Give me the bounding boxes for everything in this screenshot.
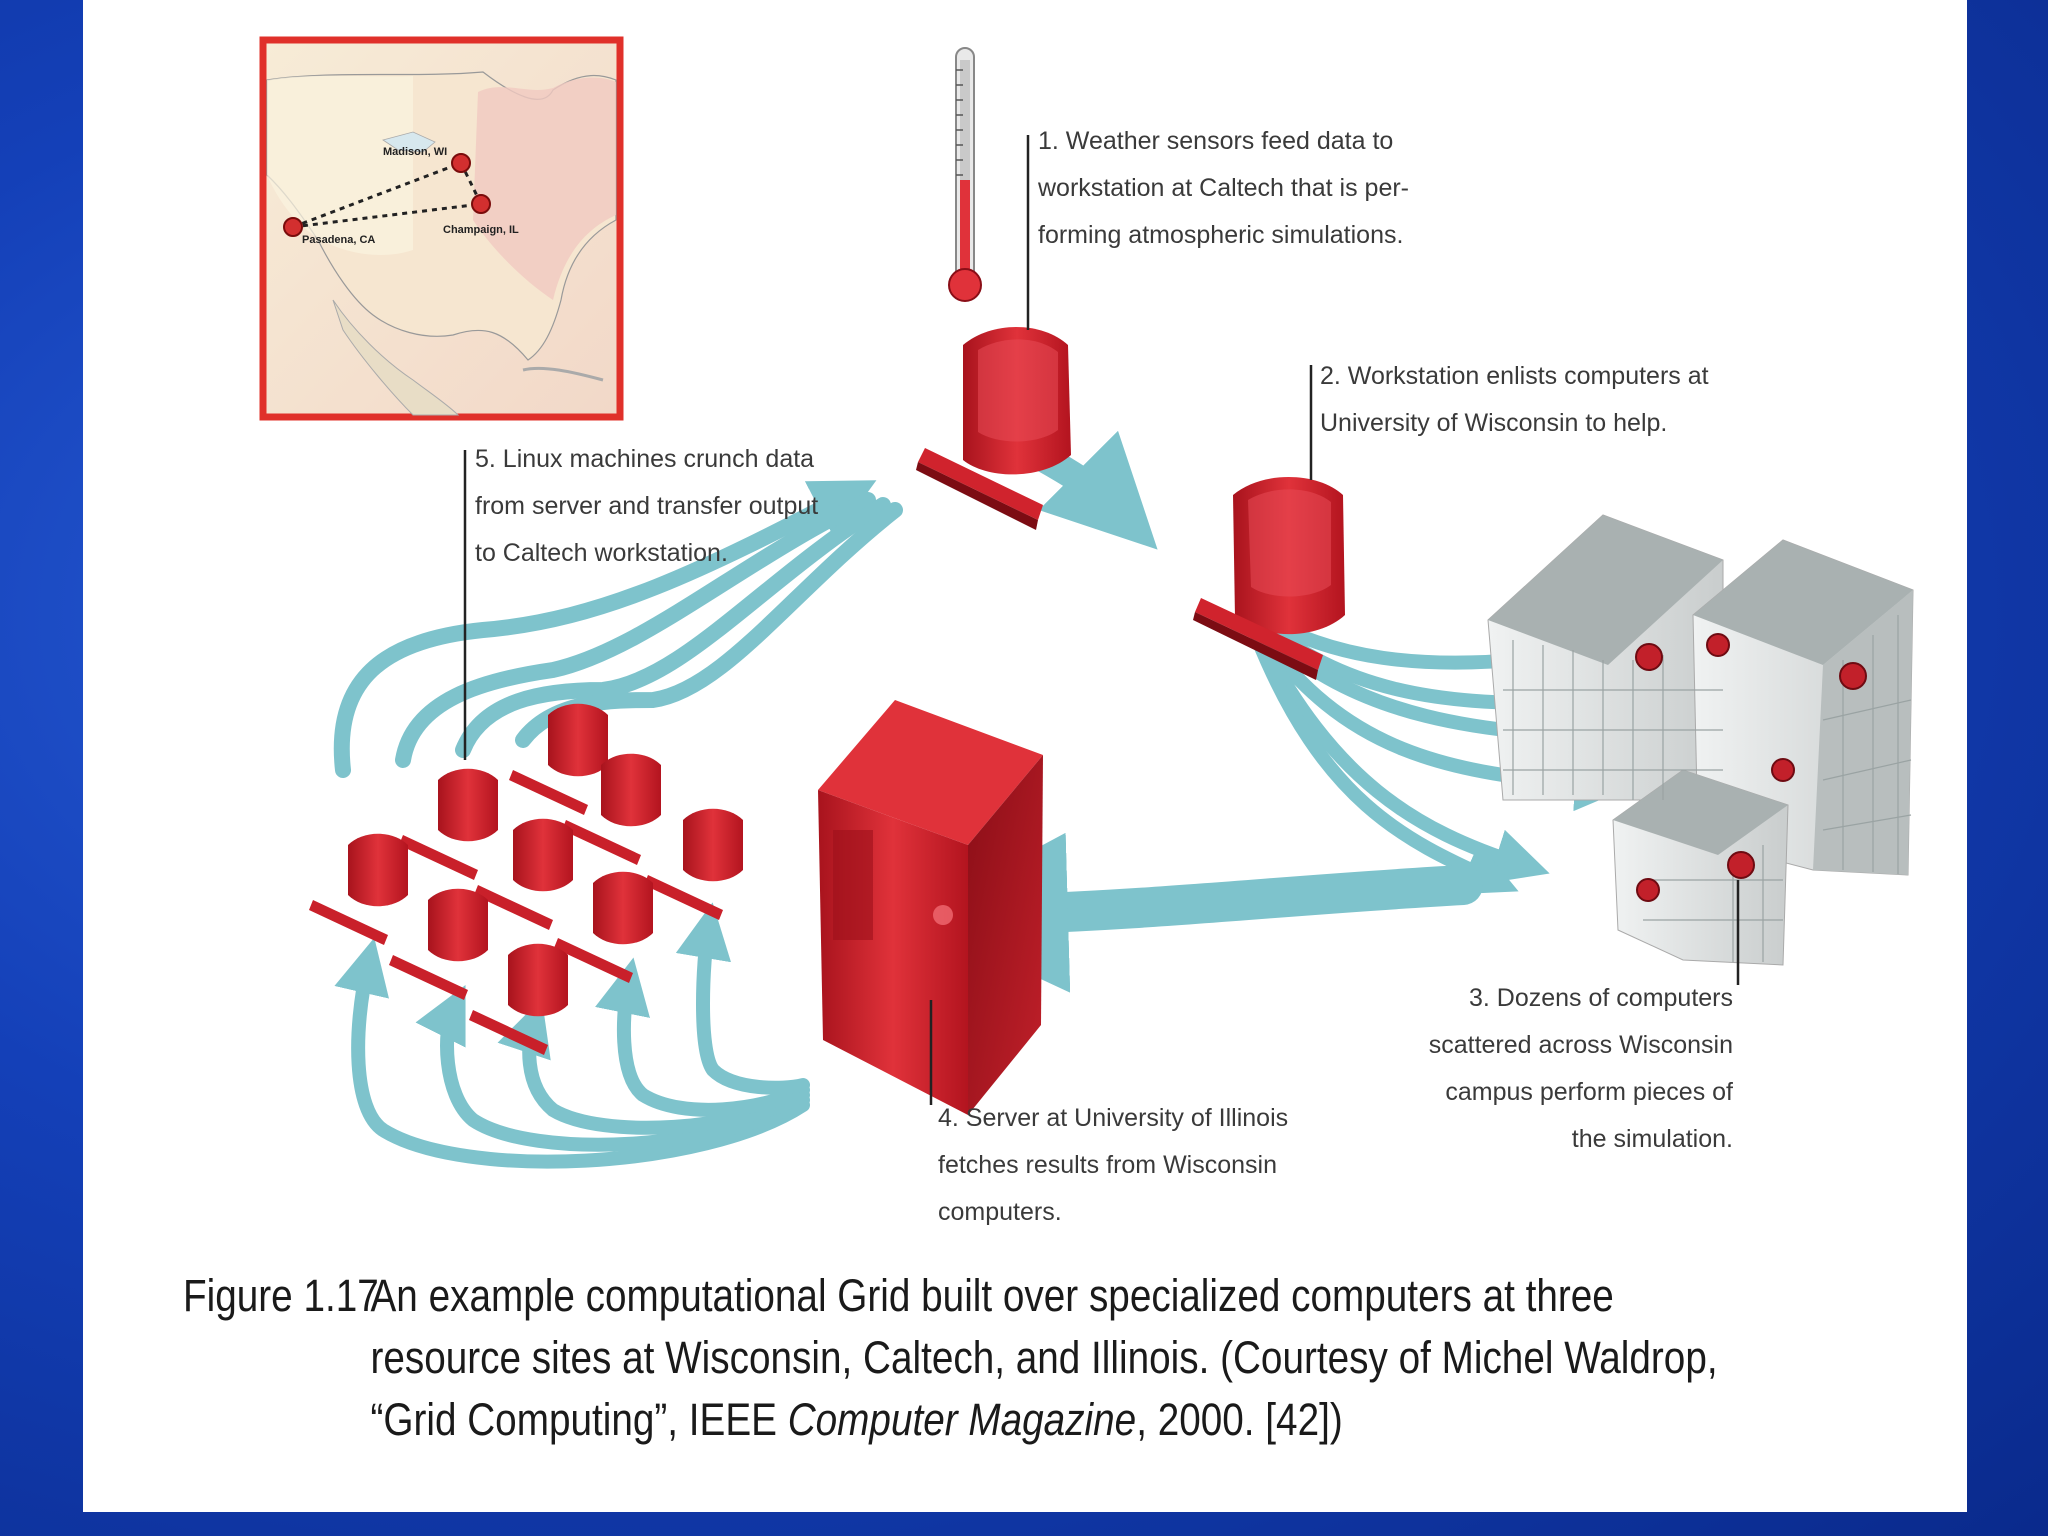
linux-machine: [644, 808, 743, 920]
note-line: to Caltech workstation.: [475, 539, 728, 567]
map-label-pasadena: Pasadena, CA: [302, 234, 375, 246]
note-line: 5. Linux machines crunch data: [475, 445, 815, 473]
note-line: the simulation.: [1571, 1125, 1733, 1153]
linux-cluster: [309, 703, 743, 1055]
linux-machine: [562, 753, 661, 865]
note-line: computers.: [938, 1198, 1062, 1226]
slide: Madison, WI Pasadena, CA Champaign, IL: [83, 0, 1967, 1512]
caption-line-3: “Grid Computing”, IEEE Computer Magazine…: [183, 1389, 1697, 1451]
note-workstation-enlists: 2. Workstation enlists computers at Univ…: [1320, 353, 1709, 447]
note-linux-machines: 5. Linux machines crunch data from serve…: [475, 436, 818, 577]
note-line: 3. Dozens of computers: [1468, 984, 1733, 1012]
note-line: workstation at Caltech that is per-: [1038, 174, 1409, 202]
caption-text: An example computational Grid built over…: [370, 1270, 1614, 1321]
note-weather-sensors: 1. Weather sensors feed data to workstat…: [1038, 118, 1409, 259]
linux-machine: [399, 768, 498, 880]
note-line: scattered across Wisconsin: [1428, 1031, 1733, 1059]
thermometer-icon: [948, 47, 982, 302]
map-label-champaign: Champaign, IL: [443, 224, 519, 236]
figure-caption: Figure 1.17An example computational Grid…: [183, 1265, 1718, 1451]
caption-line-2: resource sites at Wisconsin, Caltech, an…: [370, 1332, 1718, 1383]
map-inset: Madison, WI Pasadena, CA Champaign, IL: [259, 36, 624, 421]
wisconsin-campus-buildings: [1487, 514, 1914, 966]
map-label-madison: Madison, WI: [383, 146, 447, 158]
note-dozens-computers: 3. Dozens of computers scattered across …: [1398, 975, 1733, 1163]
linux-machine: [469, 943, 568, 1055]
note-line: University of Wisconsin to help.: [1320, 409, 1668, 437]
note-line: forming atmospheric simulations.: [1038, 221, 1404, 249]
figure-number: Figure 1.17: [183, 1270, 379, 1321]
caption-line-1: Figure 1.17An example computational Grid…: [183, 1265, 1697, 1327]
note-line: from server and transfer output: [475, 492, 819, 520]
grid-diagram: Madison, WI Pasadena, CA Champaign, IL: [259, 36, 1914, 1169]
caltech-workstation: [916, 326, 1071, 530]
linux-machine: [554, 871, 653, 983]
wisconsin-workstation: [1193, 476, 1345, 680]
note-illinois-server: 4. Server at University of Illinois fetc…: [938, 1095, 1288, 1236]
note-line: 2. Workstation enlists computers at: [1320, 362, 1709, 390]
caption-text: , 2000. [42]): [1136, 1394, 1343, 1445]
caption-text: “Grid Computing”, IEEE: [370, 1394, 788, 1445]
note-line: campus perform pieces of: [1445, 1078, 1733, 1106]
note-line: fetches results from Wisconsin: [938, 1151, 1277, 1179]
leader-lines: [463, 135, 1740, 1105]
note-line: 1. Weather sensors feed data to: [1038, 127, 1394, 155]
linux-machine: [474, 818, 573, 930]
linux-machine: [389, 888, 488, 1000]
linux-machine: [309, 833, 408, 945]
caption-magazine-title: Computer Magazine: [787, 1394, 1137, 1445]
note-line: 4. Server at University of Illinois: [938, 1104, 1289, 1132]
linux-machine: [509, 703, 608, 815]
